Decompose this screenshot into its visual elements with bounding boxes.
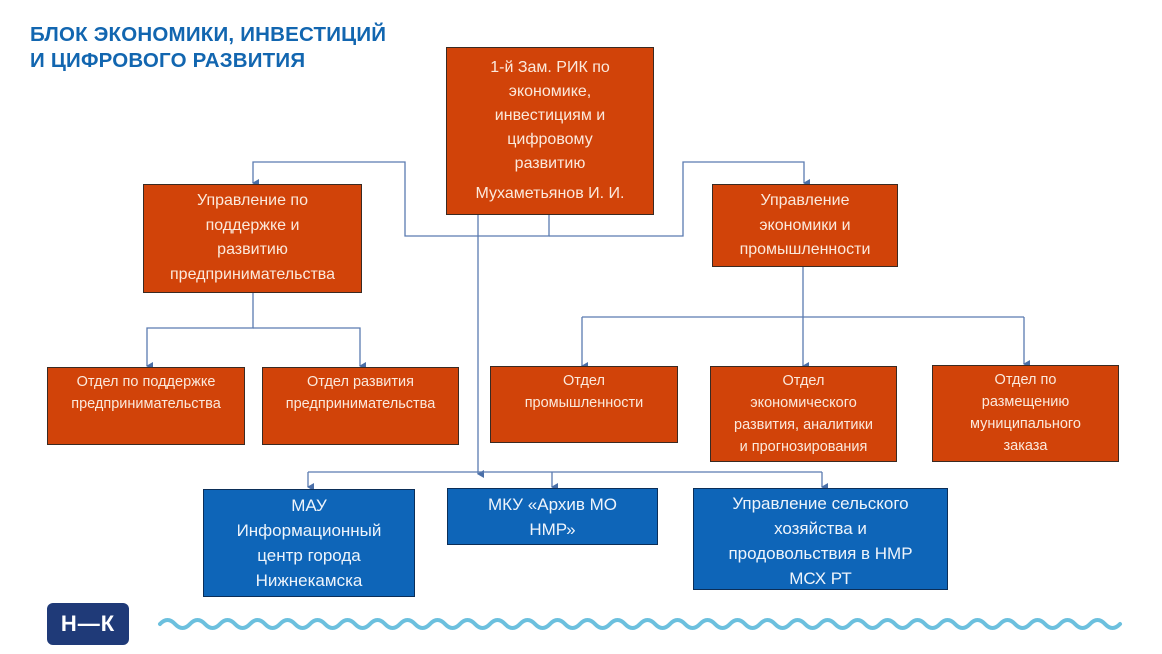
head-title: 1-й Зам. РИК по экономике, инвестициям и… [490, 59, 610, 172]
dept-entrepreneurship-label: Управление по поддержке и развитию предп… [170, 192, 335, 283]
institution-info-center-label: МАУ Информационный центр города Нижнекам… [236, 496, 382, 590]
head-box[interactable]: 1-й Зам. РИК по экономике, инвестициям и… [446, 47, 654, 215]
connector-to-development [253, 327, 366, 370]
division-analytics-label: Отдел экономического развития, аналитики… [734, 373, 873, 455]
institution-archive-label: МКУ «Архив МО НМР» [488, 495, 617, 539]
connector-entrepreneurship-bus [146, 292, 254, 370]
dept-economy-label: Управление экономики и промышленности [739, 192, 871, 258]
head-person: Мухаметьянов И. И. [475, 185, 625, 202]
division-support-label: Отдел по поддержке предпринимательства [71, 374, 221, 412]
division-procurement-label: Отдел по размещению муниципального заказ… [970, 372, 1081, 454]
page-title: БЛОК ЭКОНОМИКИ, ИНВЕСТИЦИЙ И ЦИФРОВОГО Р… [30, 22, 386, 74]
title-line-2: И ЦИФРОВОГО РАЗВИТИЯ [30, 49, 306, 72]
division-support-box[interactable]: Отдел по поддержке предпринимательства [47, 367, 245, 445]
division-procurement-box[interactable]: Отдел по размещению муниципального заказ… [932, 365, 1119, 462]
division-industry-box[interactable]: Отдел промышленности [490, 366, 678, 443]
wave-line [158, 618, 1122, 630]
division-development-box[interactable]: Отдел развития предпринимательства [262, 367, 459, 445]
division-development-label: Отдел развития предпринимательства [285, 374, 436, 412]
division-industry-label: Отдел промышленности [524, 373, 644, 411]
title-line-1: БЛОК ЭКОНОМИКИ, ИНВЕСТИЦИЙ [30, 23, 387, 46]
dept-entrepreneurship-box[interactable]: Управление по поддержке и развитию предп… [143, 184, 362, 293]
logo-text: Н—К [60, 611, 116, 636]
institution-info-center-box[interactable]: МАУ Информационный центр города Нижнекам… [203, 489, 415, 597]
division-analytics-box[interactable]: Отдел экономического развития, аналитики… [710, 366, 897, 462]
institution-agriculture-box[interactable]: Управление сельского хозяйства и продово… [693, 488, 948, 590]
logo: Н—К [47, 603, 129, 645]
institution-agriculture-label: Управление сельского хозяйства и продово… [728, 494, 913, 588]
institution-archive-box[interactable]: МКУ «Архив МО НМР» [447, 488, 658, 545]
dept-economy-box[interactable]: Управление экономики и промышленности [712, 184, 898, 267]
